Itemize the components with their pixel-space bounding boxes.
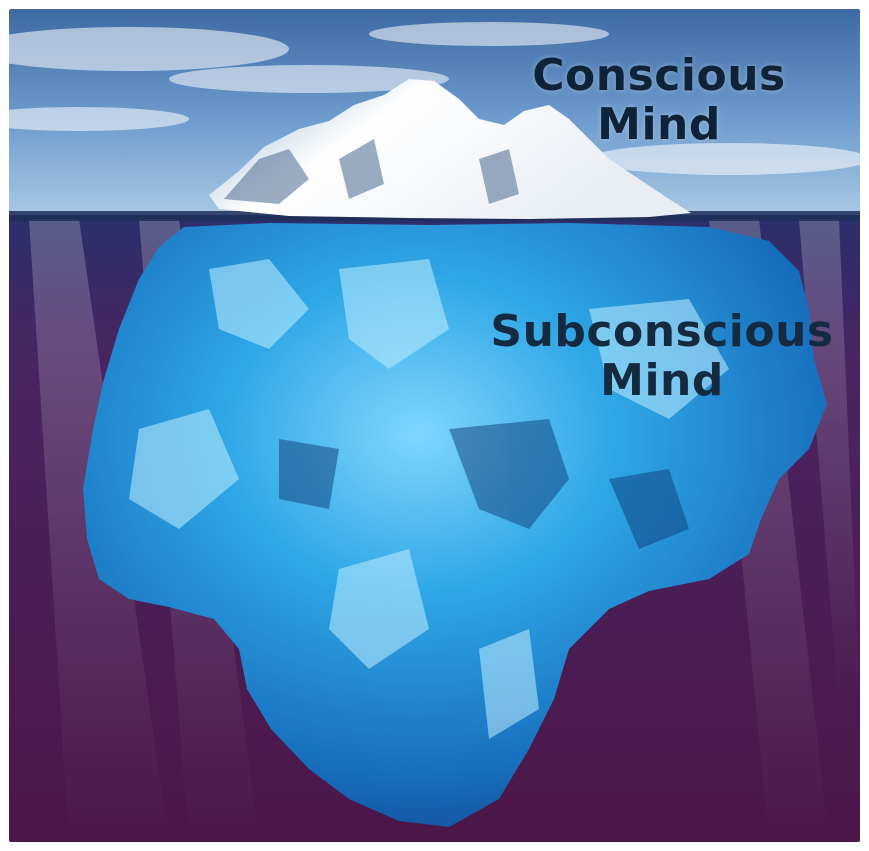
subconscious-mind-label: Subconscious Mind bbox=[477, 307, 847, 406]
subconscious-line-1: Subconscious bbox=[477, 307, 847, 356]
conscious-mind-label: Conscious Mind bbox=[514, 51, 804, 150]
iceberg-image: Conscious Mind Subconscious Mind bbox=[9, 9, 860, 842]
subconscious-line-2: Mind bbox=[477, 356, 847, 405]
conscious-line-2: Mind bbox=[514, 100, 804, 149]
conscious-line-1: Conscious bbox=[514, 51, 804, 100]
